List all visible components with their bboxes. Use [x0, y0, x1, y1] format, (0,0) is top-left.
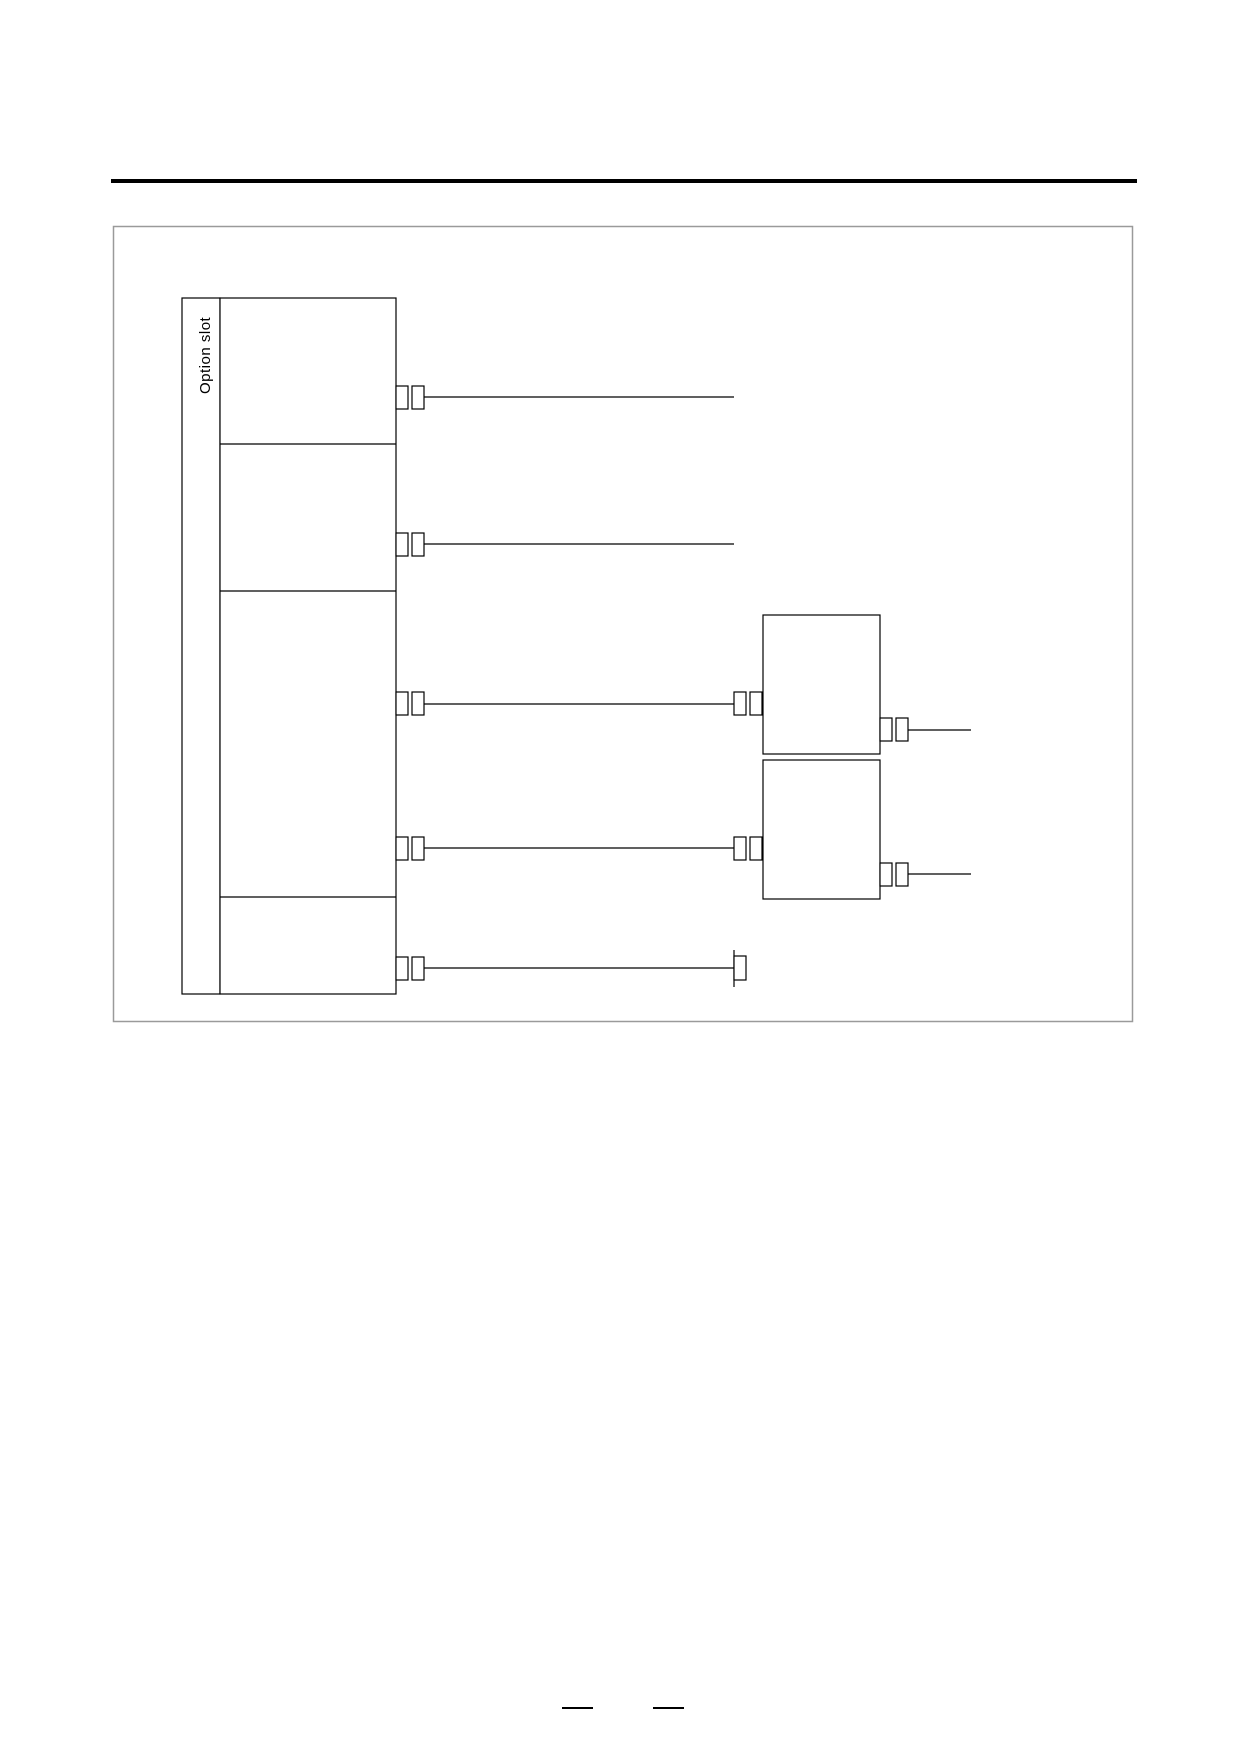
connector-pair — [395, 385, 425, 410]
connector-pair — [879, 717, 909, 742]
option-slot-strip — [181, 297, 221, 995]
figure-frame — [112, 225, 1134, 1023]
terminator-plug — [733, 950, 747, 987]
connector-pair — [395, 691, 425, 716]
connector-pair — [879, 862, 909, 887]
connector-pair — [733, 836, 763, 861]
connector-pair — [395, 956, 425, 981]
connector-pair — [395, 532, 425, 557]
option-slot-label: Option slot — [197, 316, 214, 394]
connector-pair — [733, 691, 763, 716]
connector-pair — [395, 836, 425, 861]
sub-unit-b — [762, 759, 881, 900]
main-unit — [219, 297, 397, 995]
sub-unit-a — [762, 614, 881, 755]
